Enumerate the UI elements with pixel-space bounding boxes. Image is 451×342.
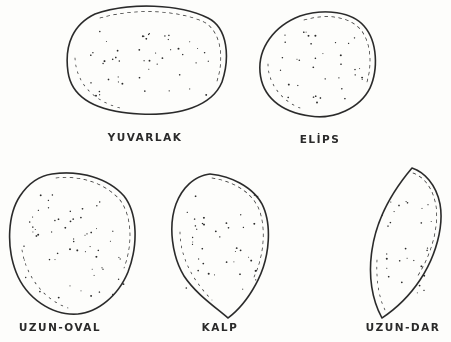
label-kalp: KALP <box>190 322 250 334</box>
label-elips: ELİPS <box>290 134 350 146</box>
shape-yuvarlak-drawing <box>67 6 226 114</box>
shape-uzun-dar-drawing <box>370 168 441 318</box>
label-uzun-dar: UZUN-DAR <box>358 322 448 334</box>
shape-uzun-oval-drawing <box>10 173 135 314</box>
label-uzun-oval: UZUN-OVAL <box>10 322 110 334</box>
label-yuvarlak: YUVARLAK <box>100 132 190 144</box>
shape-elips-drawing <box>260 12 376 117</box>
